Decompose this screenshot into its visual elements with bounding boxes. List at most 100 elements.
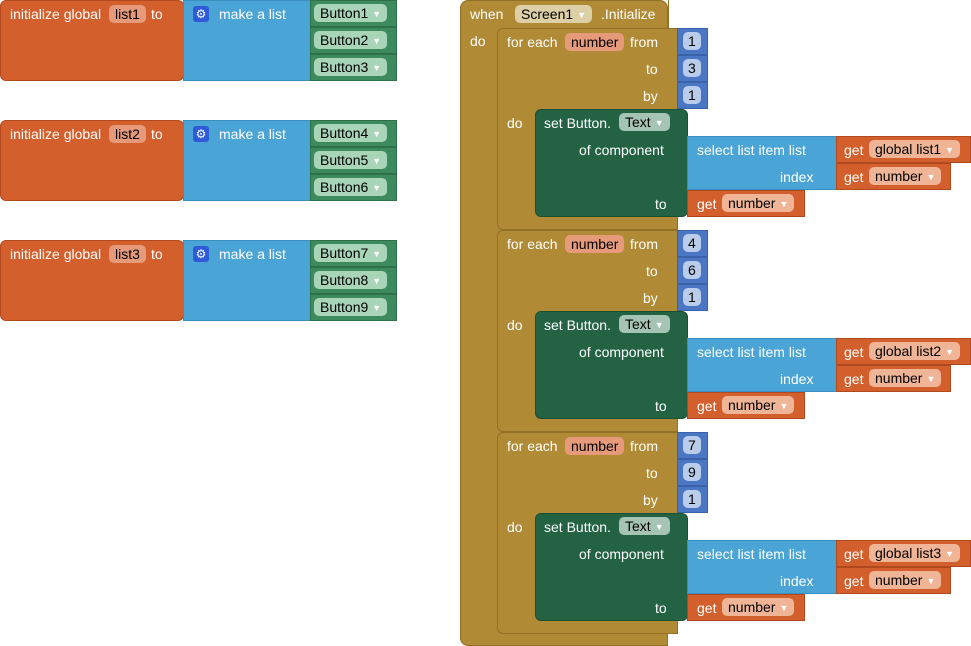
- chevron-down-icon: ▼: [945, 549, 955, 559]
- select-list-item-label: select list item list: [697, 546, 806, 562]
- component-dropdown[interactable]: Button7▼: [314, 244, 388, 262]
- for-each-label: for each: [507, 438, 558, 454]
- property-dropdown[interactable]: Text▼: [619, 113, 670, 131]
- component-dropdown[interactable]: Button5▼: [314, 151, 388, 169]
- number-field-by[interactable]: 1: [683, 490, 701, 508]
- chevron-down-icon: ▼: [372, 249, 382, 259]
- loop-variable-field-label: number: [571, 236, 619, 252]
- for-each-label: for each: [507, 34, 558, 50]
- number-field-from[interactable]: 4: [683, 234, 701, 252]
- number-field-to[interactable]: 6: [683, 261, 701, 279]
- number-field-to-label: 3: [688, 60, 696, 76]
- component-dropdown[interactable]: Button3▼: [314, 58, 388, 76]
- component-dropdown[interactable]: Button9▼: [314, 298, 388, 316]
- value-variable-dropdown[interactable]: number▼: [722, 194, 795, 212]
- component-dropdown-label: Button8: [320, 272, 369, 288]
- chevron-down-icon: ▼: [372, 129, 382, 139]
- list-variable-dropdown[interactable]: global list2▼: [869, 342, 961, 360]
- chevron-down-icon: ▼: [577, 10, 587, 20]
- index-label: index: [780, 169, 814, 185]
- number-field-to[interactable]: 3: [683, 59, 701, 77]
- component-dropdown-label: Button7: [320, 245, 369, 261]
- index-label: index: [780, 573, 814, 589]
- value-variable-dropdown[interactable]: number▼: [722, 598, 795, 616]
- chevron-down-icon: ▼: [654, 320, 664, 330]
- number-field-to-label: 9: [688, 464, 696, 480]
- loop-variable-field[interactable]: number: [565, 437, 625, 455]
- chevron-down-icon: ▼: [945, 145, 955, 155]
- chevron-down-icon: ▼: [372, 36, 382, 46]
- number-field-from-label: 1: [688, 33, 696, 49]
- global-name-field[interactable]: list1: [109, 5, 146, 23]
- number-field-by-label: 1: [688, 491, 696, 507]
- component-dropdown[interactable]: Button1▼: [314, 4, 388, 22]
- to-label: to: [151, 6, 163, 22]
- chevron-down-icon: ▼: [945, 347, 955, 357]
- chevron-down-icon: ▼: [926, 576, 936, 586]
- set-to-label: to: [655, 600, 667, 616]
- property-dropdown-label: Text: [625, 518, 651, 534]
- number-field-to[interactable]: 9: [683, 463, 701, 481]
- make-a-list-label: make a list: [219, 126, 286, 142]
- chevron-down-icon: ▼: [372, 276, 382, 286]
- value-variable-dropdown-label: number: [728, 195, 776, 211]
- initialize-global-block[interactable]: [0, 0, 184, 81]
- property-dropdown-label: Text: [625, 316, 651, 332]
- list-variable-dropdown[interactable]: global list1▼: [869, 140, 961, 158]
- number-field-from[interactable]: 1: [683, 32, 701, 50]
- index-variable-dropdown-label: number: [875, 168, 923, 184]
- value-variable-dropdown[interactable]: number▼: [722, 396, 795, 414]
- component-dropdown[interactable]: Button6▼: [314, 178, 388, 196]
- property-dropdown[interactable]: Text▼: [619, 315, 670, 333]
- make-a-list-label: make a list: [219, 246, 286, 262]
- component-dropdown[interactable]: Button4▼: [314, 124, 388, 142]
- component-dropdown[interactable]: Button8▼: [314, 271, 388, 289]
- component-dropdown[interactable]: Button2▼: [314, 31, 388, 49]
- from-label: from: [630, 34, 658, 50]
- loop-variable-field[interactable]: number: [565, 235, 625, 253]
- number-field-by[interactable]: 1: [683, 86, 701, 104]
- number-field-from-label: 7: [688, 437, 696, 453]
- get-label: get: [844, 169, 864, 185]
- index-variable-dropdown[interactable]: number▼: [869, 167, 942, 185]
- value-variable-dropdown-label: number: [728, 397, 776, 413]
- number-field-by[interactable]: 1: [683, 288, 701, 306]
- chevron-down-icon: ▼: [372, 9, 382, 19]
- index-label: index: [780, 371, 814, 387]
- number-field-from[interactable]: 7: [683, 436, 701, 454]
- chevron-down-icon: ▼: [372, 156, 382, 166]
- global-name-field[interactable]: list3: [109, 245, 146, 263]
- property-dropdown[interactable]: Text▼: [619, 517, 670, 535]
- component-dropdown-label: Button6: [320, 179, 369, 195]
- gear-icon[interactable]: ⚙: [193, 6, 209, 22]
- loop-do-label: do: [507, 115, 523, 131]
- gear-icon[interactable]: ⚙: [193, 246, 209, 262]
- initialize-global-block[interactable]: [0, 120, 184, 201]
- number-field-to-label: 6: [688, 262, 696, 278]
- component-dropdown-label: Button4: [320, 125, 369, 141]
- chevron-down-icon: ▼: [654, 118, 664, 128]
- select-list-item-block[interactable]: [687, 540, 837, 594]
- get-label: get: [844, 344, 864, 360]
- chevron-down-icon: ▼: [779, 603, 789, 613]
- list-variable-dropdown[interactable]: global list3▼: [869, 544, 961, 562]
- set-button-label: set Button.: [544, 115, 611, 131]
- to-label: to: [151, 246, 163, 262]
- chevron-down-icon: ▼: [372, 63, 382, 73]
- list-variable-dropdown-label: global list3: [875, 545, 942, 561]
- get-label: get: [844, 371, 864, 387]
- chevron-down-icon: ▼: [779, 199, 789, 209]
- by-label: by: [643, 88, 658, 104]
- gear-icon[interactable]: ⚙: [193, 126, 209, 142]
- initialize-global-block[interactable]: [0, 240, 184, 321]
- select-list-item-block[interactable]: [687, 338, 837, 392]
- loop-do-label: do: [507, 317, 523, 333]
- index-variable-dropdown[interactable]: number▼: [869, 571, 942, 589]
- component-dropdown-label: Button2: [320, 32, 369, 48]
- loop-variable-field[interactable]: number: [565, 33, 625, 51]
- screen-dropdown[interactable]: Screen1▼: [515, 5, 593, 23]
- from-label: from: [630, 438, 658, 454]
- index-variable-dropdown[interactable]: number▼: [869, 369, 942, 387]
- global-name-field[interactable]: list2: [109, 125, 146, 143]
- get-label: get: [844, 573, 864, 589]
